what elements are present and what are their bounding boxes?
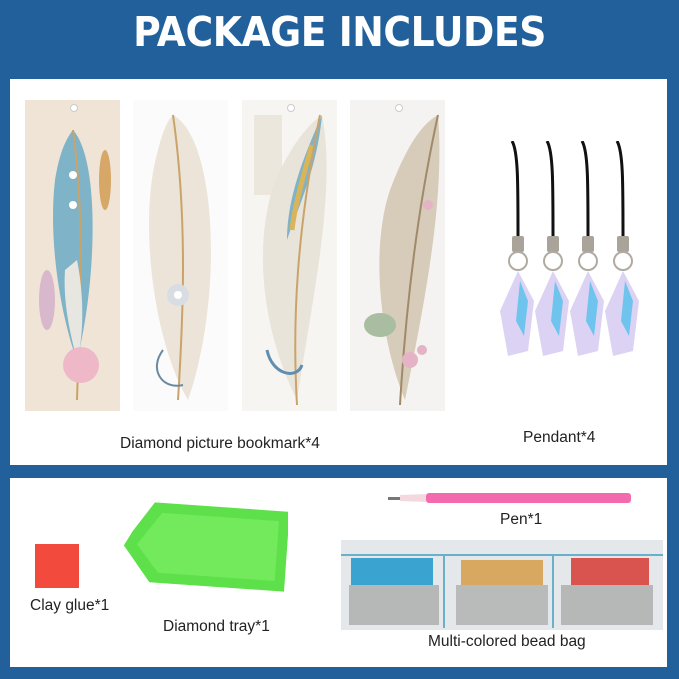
bookmark-white-feather [133, 100, 228, 411]
feather-image [364, 114, 440, 406]
feather-image [254, 114, 327, 406]
page-title: PACKAGE INCLUDES [133, 8, 546, 56]
pendant-image [605, 140, 639, 356]
pendant-image [535, 140, 569, 356]
pendant-1 [498, 140, 538, 366]
pen-caption: Pen*1 [500, 511, 543, 528]
bottom-panel: Clay glue*1 Diamond tray*1 Pen*1 Multi-c… [10, 478, 667, 667]
feather-image [39, 129, 111, 401]
bookmark-hole [394, 104, 403, 112]
bead-bag-image [341, 540, 663, 630]
feather-image [149, 114, 211, 401]
bookmark-pink-floral-feather [350, 100, 445, 411]
diamond-tray-image [123, 502, 288, 592]
bookmark-blue-gold-feather [242, 100, 337, 411]
pendant-4 [603, 140, 643, 366]
pendant-image [570, 140, 604, 356]
pendant-2 [533, 140, 573, 366]
bookmark-hole [286, 104, 295, 112]
top-panel: Diamond picture bookmark*4 [10, 79, 667, 465]
pendant-3 [568, 140, 608, 366]
diamond-tray-caption: Diamond tray*1 [163, 618, 270, 635]
bead-bag-caption: Multi-colored bead bag [428, 633, 586, 650]
clay-glue-image [35, 544, 79, 588]
bookmark-caption: Diamond picture bookmark*4 [120, 435, 320, 452]
pendant-caption: Pendant*4 [523, 429, 596, 446]
bookmark-hole [69, 104, 78, 112]
pendant-image [500, 140, 534, 356]
clay-glue-caption: Clay glue*1 [30, 597, 110, 614]
bookmark-teal-feather [25, 100, 120, 411]
pen-image [388, 493, 631, 503]
